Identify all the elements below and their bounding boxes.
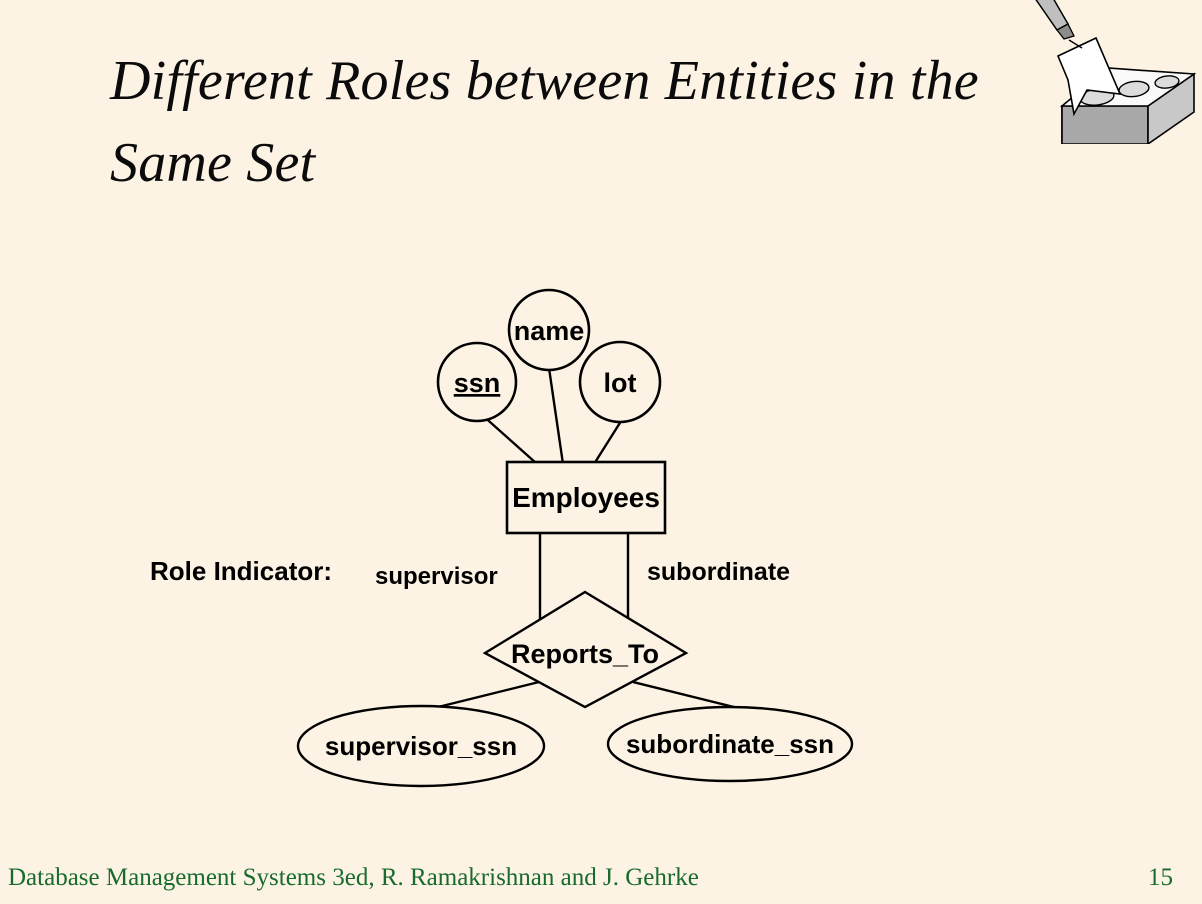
- attribute-node-ssn[interactable]: ssn: [436, 341, 518, 423]
- footer-credit: Database Management Systems 3ed, R. Rama…: [8, 864, 699, 891]
- attribute-label-subordinate-ssn: subordinate_ssn: [626, 729, 834, 759]
- attribute-node-subordinate-ssn[interactable]: subordinate_ssn: [606, 705, 854, 783]
- role-label-subordinate: subordinate: [647, 558, 790, 586]
- name-ellipse: [507, 288, 591, 372]
- edge-name-employees: [547, 367, 565, 465]
- role-indicator-label: Role Indicator:: [150, 556, 332, 586]
- employees-rectangle: [505, 460, 667, 535]
- attribute-label-lot: lot: [604, 368, 637, 398]
- attribute-label-ssn: ssn: [454, 368, 501, 398]
- relationship-node-reports-to[interactable]: Reports_To: [482, 590, 689, 709]
- edge-ssn-employees: [480, 413, 537, 464]
- attribute-label-supervisor-ssn: supervisor_ssn: [325, 731, 517, 761]
- entity-node-employees[interactable]: Employees: [505, 460, 667, 535]
- page-title: Different Roles between Entities in the …: [110, 50, 979, 194]
- attribute-label-name: name: [514, 316, 585, 346]
- entity-label-employees: Employees: [512, 482, 660, 513]
- attribute-node-lot[interactable]: lot: [578, 340, 662, 424]
- edge-lot-employees: [592, 417, 625, 465]
- subordinate-ssn-ellipse: [606, 705, 854, 783]
- supervisor-ssn-ellipse: [296, 704, 546, 788]
- edge-reportsto-supervisorssn: [425, 680, 540, 712]
- attribute-node-supervisor-ssn[interactable]: supervisor_ssn: [296, 704, 546, 788]
- attribute-node-name[interactable]: name: [507, 288, 591, 372]
- footer-page-number: 15: [1148, 864, 1173, 891]
- role-label-supervisor: supervisor: [375, 563, 498, 590]
- relationship-label-reports-to: Reports_To: [511, 639, 659, 669]
- reports-to-diamond: [482, 590, 689, 709]
- ssn-ellipse: [436, 341, 518, 423]
- lot-ellipse: [578, 340, 662, 424]
